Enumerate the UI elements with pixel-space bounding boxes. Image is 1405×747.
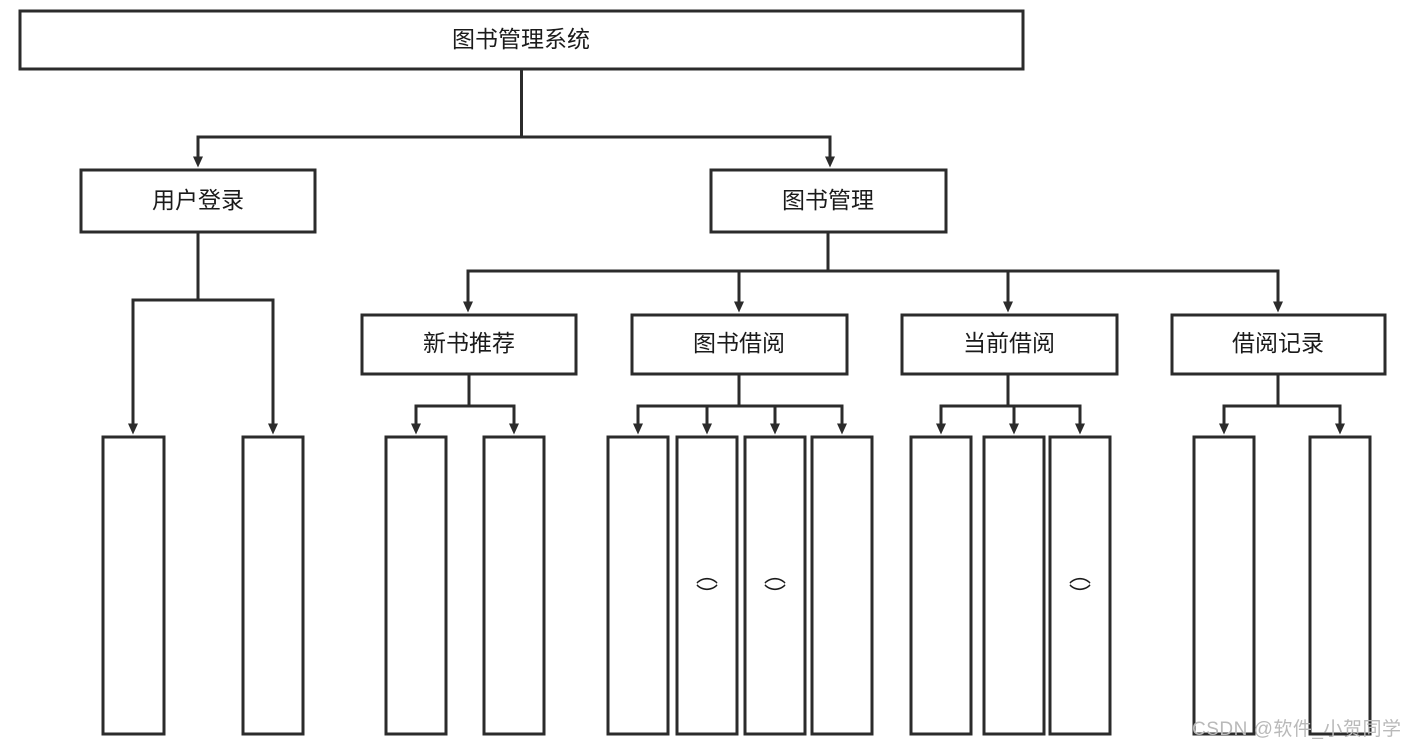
leaf-user-login-rect[interactable] — [101, 435, 166, 736]
node-current-borrow-label: 当前借阅 — [963, 330, 1055, 356]
node-new-book-recommend-rect[interactable] — [360, 313, 578, 376]
connector-group-new-book-recommend — [411, 372, 519, 435]
leaf-confirm-return-admin-rect[interactable] — [1048, 435, 1112, 736]
watermark-text: CSDN @软件_小贺同学 — [1192, 719, 1402, 740]
node-current-borrow-rect[interactable] — [900, 313, 1119, 376]
leaf-query-book-rec-rect[interactable] — [384, 435, 448, 736]
node-book-borrow-rect[interactable] — [630, 313, 849, 376]
leaf-logout-login-rect[interactable] — [241, 435, 305, 736]
node-current-borrow[interactable]: 当前借阅 — [900, 313, 1119, 376]
node-book-borrow-label: 图书借阅 — [693, 330, 785, 356]
node-new-book-recommend-label: 新书推荐 — [423, 330, 515, 356]
node-book-borrow[interactable]: 图书借阅 — [630, 313, 849, 376]
leaf-add-book-admin-rect[interactable] — [675, 435, 739, 736]
connector-group-borrow-record — [1219, 372, 1345, 435]
leaf-rect-group — [101, 435, 1372, 736]
node-book-manage[interactable]: 图书管理 — [709, 168, 948, 234]
node-borrow-record-rect[interactable] — [1170, 313, 1387, 376]
node-borrow-record[interactable]: 借阅记录 — [1170, 313, 1387, 376]
leaf-query-book-current-rect[interactable] — [909, 435, 973, 736]
leaf-borrow-book-rect[interactable] — [810, 435, 874, 736]
leaf-edit-book-admin-rect[interactable] — [743, 435, 807, 736]
connector-group-root — [193, 67, 835, 168]
node-root-label: 图书管理系统 — [452, 26, 590, 52]
connector-group-book-manage — [463, 230, 1283, 313]
leaf-query-book-borrow-rect[interactable] — [606, 435, 670, 736]
leaf-query-borrow-record-rect[interactable] — [1308, 435, 1372, 736]
leaf-borrow-book-rec-rect[interactable] — [482, 435, 546, 736]
node-book-manage-rect[interactable] — [709, 168, 948, 234]
node-user-login-label: 用户登录 — [152, 187, 244, 213]
node-borrow-record-label: 借阅记录 — [1232, 330, 1324, 356]
node-user-login-rect[interactable] — [79, 168, 317, 234]
connector-group-current-borrow — [936, 372, 1085, 435]
leaf-return-book-rect[interactable] — [982, 435, 1046, 736]
node-root[interactable]: 图书管理系统 — [18, 9, 1025, 71]
node-book-manage-label: 图书管理 — [782, 187, 874, 213]
node-root-rect[interactable] — [18, 9, 1025, 71]
connector-group-user-login — [128, 230, 278, 435]
connector-group-book-borrow — [633, 372, 847, 435]
node-new-book-recommend[interactable]: 新书推荐 — [360, 313, 578, 376]
leaf-add-borrow-record-rect[interactable] — [1192, 435, 1256, 736]
node-user-login[interactable]: 用户登录 — [79, 168, 317, 234]
